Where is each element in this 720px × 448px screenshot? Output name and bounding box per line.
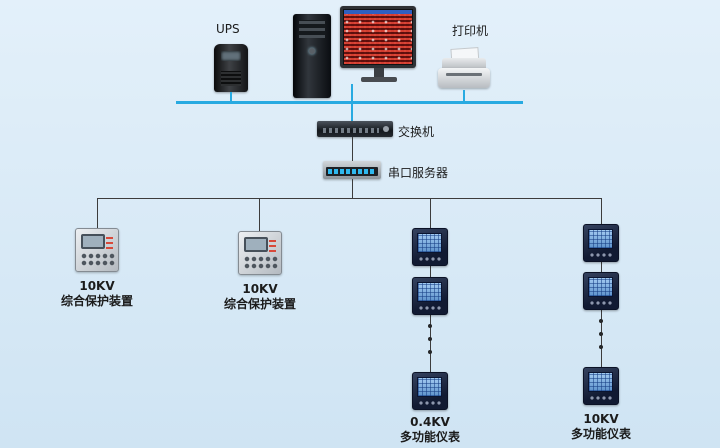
- meter-lcd: [417, 233, 442, 253]
- power-meter-icon: [412, 372, 448, 410]
- continuation-dots: [599, 319, 603, 357]
- monitor-frame: [340, 6, 416, 68]
- power-meter-icon: [583, 224, 619, 262]
- meter-col-04kv-name: 多功能仪表: [399, 430, 460, 444]
- relay-leds: [269, 238, 276, 252]
- wire-computer-to-switch: [351, 84, 353, 122]
- power-meter-icon: [412, 228, 448, 266]
- meter-col-10kv-name: 多功能仪表: [570, 427, 631, 441]
- wire-ups-to-bus: [230, 92, 232, 102]
- meter-col-04kv-label: 0.4KV 多功能仪表: [380, 415, 480, 445]
- wire-printer-to-bus: [463, 90, 465, 102]
- meter-lcd: [588, 372, 613, 392]
- monitor-base: [361, 77, 397, 82]
- monitor-icon: [340, 6, 418, 82]
- relay-screen: [81, 234, 105, 249]
- meter-col-10kv-label: 10KV 多功能仪表: [551, 412, 651, 442]
- power-meter-icon: [583, 367, 619, 405]
- drop-protection-left: [97, 198, 98, 229]
- computer-tower-icon: [293, 14, 331, 98]
- protection-mid-voltage: 10KV: [242, 282, 278, 296]
- protection-left-voltage: 10KV: [79, 279, 115, 293]
- protection-mid-name: 综合保护装置: [223, 297, 296, 311]
- monitor-screen: [343, 9, 413, 65]
- meter-buttons: [590, 253, 614, 257]
- wire-switch-to-serial: [352, 137, 353, 162]
- serial-server-label: 串口服务器: [388, 166, 449, 180]
- meter-buttons: [419, 257, 443, 261]
- continuation-dots: [428, 324, 432, 362]
- printer-label: 打印机: [452, 24, 489, 38]
- printer-icon: [436, 47, 492, 90]
- protection-device-icon: [75, 228, 119, 272]
- protection-left-label: 10KV 综合保护装置: [47, 279, 147, 309]
- relay-screen: [244, 237, 268, 252]
- ups-label: UPS: [216, 22, 240, 36]
- meter-lcd: [417, 377, 442, 397]
- wire-serial-down: [352, 179, 353, 199]
- relay-leds: [106, 235, 113, 249]
- meter-buttons: [419, 306, 443, 310]
- meter-lcd: [417, 282, 442, 302]
- meter-col-10kv-voltage: 10KV: [583, 412, 619, 426]
- switch-icon: [317, 121, 393, 137]
- relay-keypad: [244, 256, 278, 269]
- drop-protection-mid: [259, 198, 260, 232]
- meter-col-04kv-voltage: 0.4KV: [410, 415, 450, 429]
- meter-lcd: [588, 277, 613, 297]
- meter-buttons: [590, 396, 614, 400]
- meter-buttons: [590, 301, 614, 305]
- switch-label: 交换机: [398, 125, 435, 139]
- monitor-stand: [374, 68, 384, 77]
- protection-left-name: 综合保护装置: [60, 294, 133, 308]
- printer-body: [438, 68, 490, 88]
- meter-lcd: [588, 229, 613, 249]
- power-meter-icon: [412, 277, 448, 315]
- protection-mid-label: 10KV 综合保护装置: [210, 282, 310, 312]
- printer-slot: [446, 73, 482, 76]
- distribution-bus: [97, 198, 602, 199]
- printer-top: [442, 58, 486, 70]
- relay-keypad: [81, 253, 115, 266]
- ups-icon: [214, 44, 248, 92]
- protection-device-icon: [238, 231, 282, 275]
- serial-server-icon: [323, 161, 381, 179]
- bus-line: [176, 101, 523, 104]
- power-meter-icon: [583, 272, 619, 310]
- meter-buttons: [419, 401, 443, 405]
